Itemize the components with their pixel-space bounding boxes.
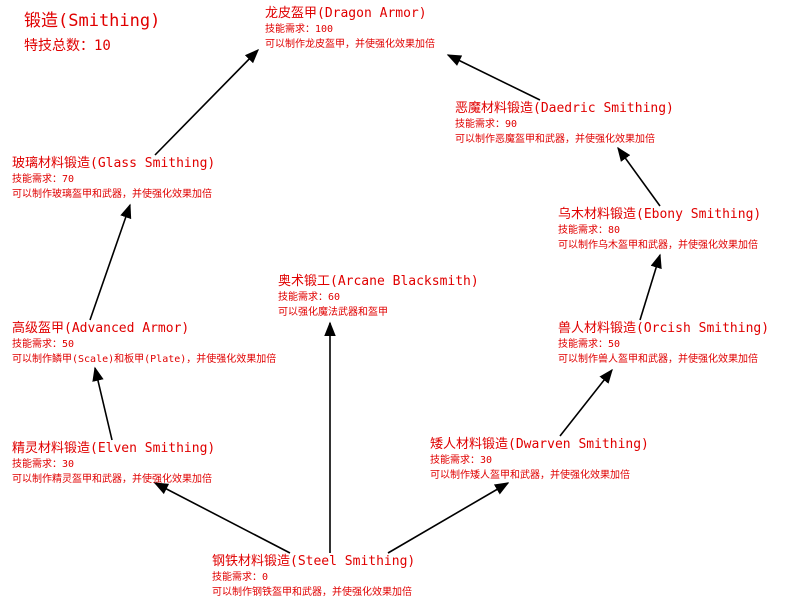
perk-node-dwarven[interactable]: 矮人材料锻造(Dwarven Smithing) 技能需求：30 可以制作矮人盔… <box>430 436 649 483</box>
perk-description: 可以强化魔法武器和盔甲 <box>278 307 388 318</box>
arrow-orcish-to-ebony <box>639 253 662 321</box>
perk-requirement: 技能需求：100 <box>265 24 334 35</box>
arrow-advanced-to-glass <box>89 203 132 321</box>
arrow-steel-to-elven <box>153 482 291 554</box>
perk-description: 可以制作恶魔盔甲和武器，并使强化效果加倍 <box>455 134 655 145</box>
perk-node-daedric[interactable]: 恶魔材料锻造(Daedric Smithing) 技能需求：90 可以制作恶魔盔… <box>455 100 674 147</box>
arrow-ebony-to-daedric <box>617 146 661 207</box>
perk-requirement: 技能需求：50 <box>12 339 75 350</box>
arrow-elven-to-advanced <box>92 366 113 441</box>
perk-node-ebony[interactable]: 乌木材料锻造(Ebony Smithing) 技能需求：80 可以制作乌木盔甲和… <box>558 206 761 253</box>
perk-name: 高级盔甲(Advanced Armor) <box>12 321 190 336</box>
perk-node-steel[interactable]: 钢铁材料锻造(Steel Smithing) 技能需求：0 可以制作钢铁盔甲和武… <box>212 553 415 600</box>
perk-node-advanced-armor[interactable]: 高级盔甲(Advanced Armor) 技能需求：50 可以制作鳞甲(Scal… <box>12 320 276 367</box>
perk-requirement: 技能需求：0 <box>212 572 269 583</box>
perk-description: 可以制作兽人盔甲和武器，并使强化效果加倍 <box>558 354 758 365</box>
perk-count: 特技总数：10 <box>24 38 111 54</box>
perk-node-elven[interactable]: 精灵材料锻造(Elven Smithing) 技能需求：30 可以制作精灵盔甲和… <box>12 440 215 487</box>
perk-name: 精灵材料锻造(Elven Smithing) <box>12 441 216 456</box>
perk-requirement: 技能需求：60 <box>278 292 341 303</box>
perk-requirement: 技能需求：30 <box>430 455 493 466</box>
perk-requirement: 技能需求：70 <box>12 174 75 185</box>
perk-name: 钢铁材料锻造(Steel Smithing) <box>212 554 416 569</box>
skill-title: 锻造(Smithing) <box>24 11 161 31</box>
perk-description: 可以制作玻璃盔甲和武器，并使强化效果加倍 <box>12 189 212 200</box>
perk-name: 玻璃材料锻造(Glass Smithing) <box>12 156 216 171</box>
perk-name: 矮人材料锻造(Dwarven Smithing) <box>430 437 649 452</box>
perk-name: 乌木材料锻造(Ebony Smithing) <box>558 207 762 222</box>
arrow-dwarven-to-orcish <box>559 368 613 437</box>
perk-name: 龙皮盔甲(Dragon Armor) <box>265 6 427 21</box>
perk-requirement: 技能需求：90 <box>455 119 518 130</box>
perk-name: 恶魔材料锻造(Daedric Smithing) <box>455 101 674 116</box>
perk-description: 可以制作乌木盔甲和武器，并使强化效果加倍 <box>558 240 758 251</box>
arrow-steel-to-dwarven <box>387 482 510 554</box>
perk-name: 兽人材料锻造(Orcish Smithing) <box>558 321 770 336</box>
tree-header: 锻造(Smithing) 特技总数：10 <box>24 10 160 56</box>
perk-requirement: 技能需求：30 <box>12 459 75 470</box>
perk-node-orcish[interactable]: 兽人材料锻造(Orcish Smithing) 技能需求：50 可以制作兽人盔甲… <box>558 320 769 367</box>
perk-description: 可以制作龙皮盔甲，并使强化效果加倍 <box>265 39 435 50</box>
perk-node-dragon-armor[interactable]: 龙皮盔甲(Dragon Armor) 技能需求：100 可以制作龙皮盔甲，并使强… <box>265 5 435 52</box>
perk-description: 可以制作精灵盔甲和武器，并使强化效果加倍 <box>12 474 212 485</box>
perk-node-arcane-blacksmith[interactable]: 奥术锻工(Arcane Blacksmith) 技能需求：60 可以强化魔法武器… <box>278 273 479 320</box>
perk-description: 可以制作矮人盔甲和武器，并使强化效果加倍 <box>430 470 630 481</box>
arrow-daedric-to-dragon <box>446 54 541 101</box>
perk-node-glass[interactable]: 玻璃材料锻造(Glass Smithing) 技能需求：70 可以制作玻璃盔甲和… <box>12 155 215 202</box>
perk-name: 奥术锻工(Arcane Blacksmith) <box>278 274 479 289</box>
perk-requirement: 技能需求：50 <box>558 339 621 350</box>
perk-requirement: 技能需求：80 <box>558 225 621 236</box>
perk-description: 可以制作鳞甲(Scale)和板甲(Plate)，并使强化效果加倍 <box>12 354 277 365</box>
arrow-glass-to-dragon <box>154 48 260 156</box>
perk-description: 可以制作钢铁盔甲和武器，并使强化效果加倍 <box>212 587 412 598</box>
